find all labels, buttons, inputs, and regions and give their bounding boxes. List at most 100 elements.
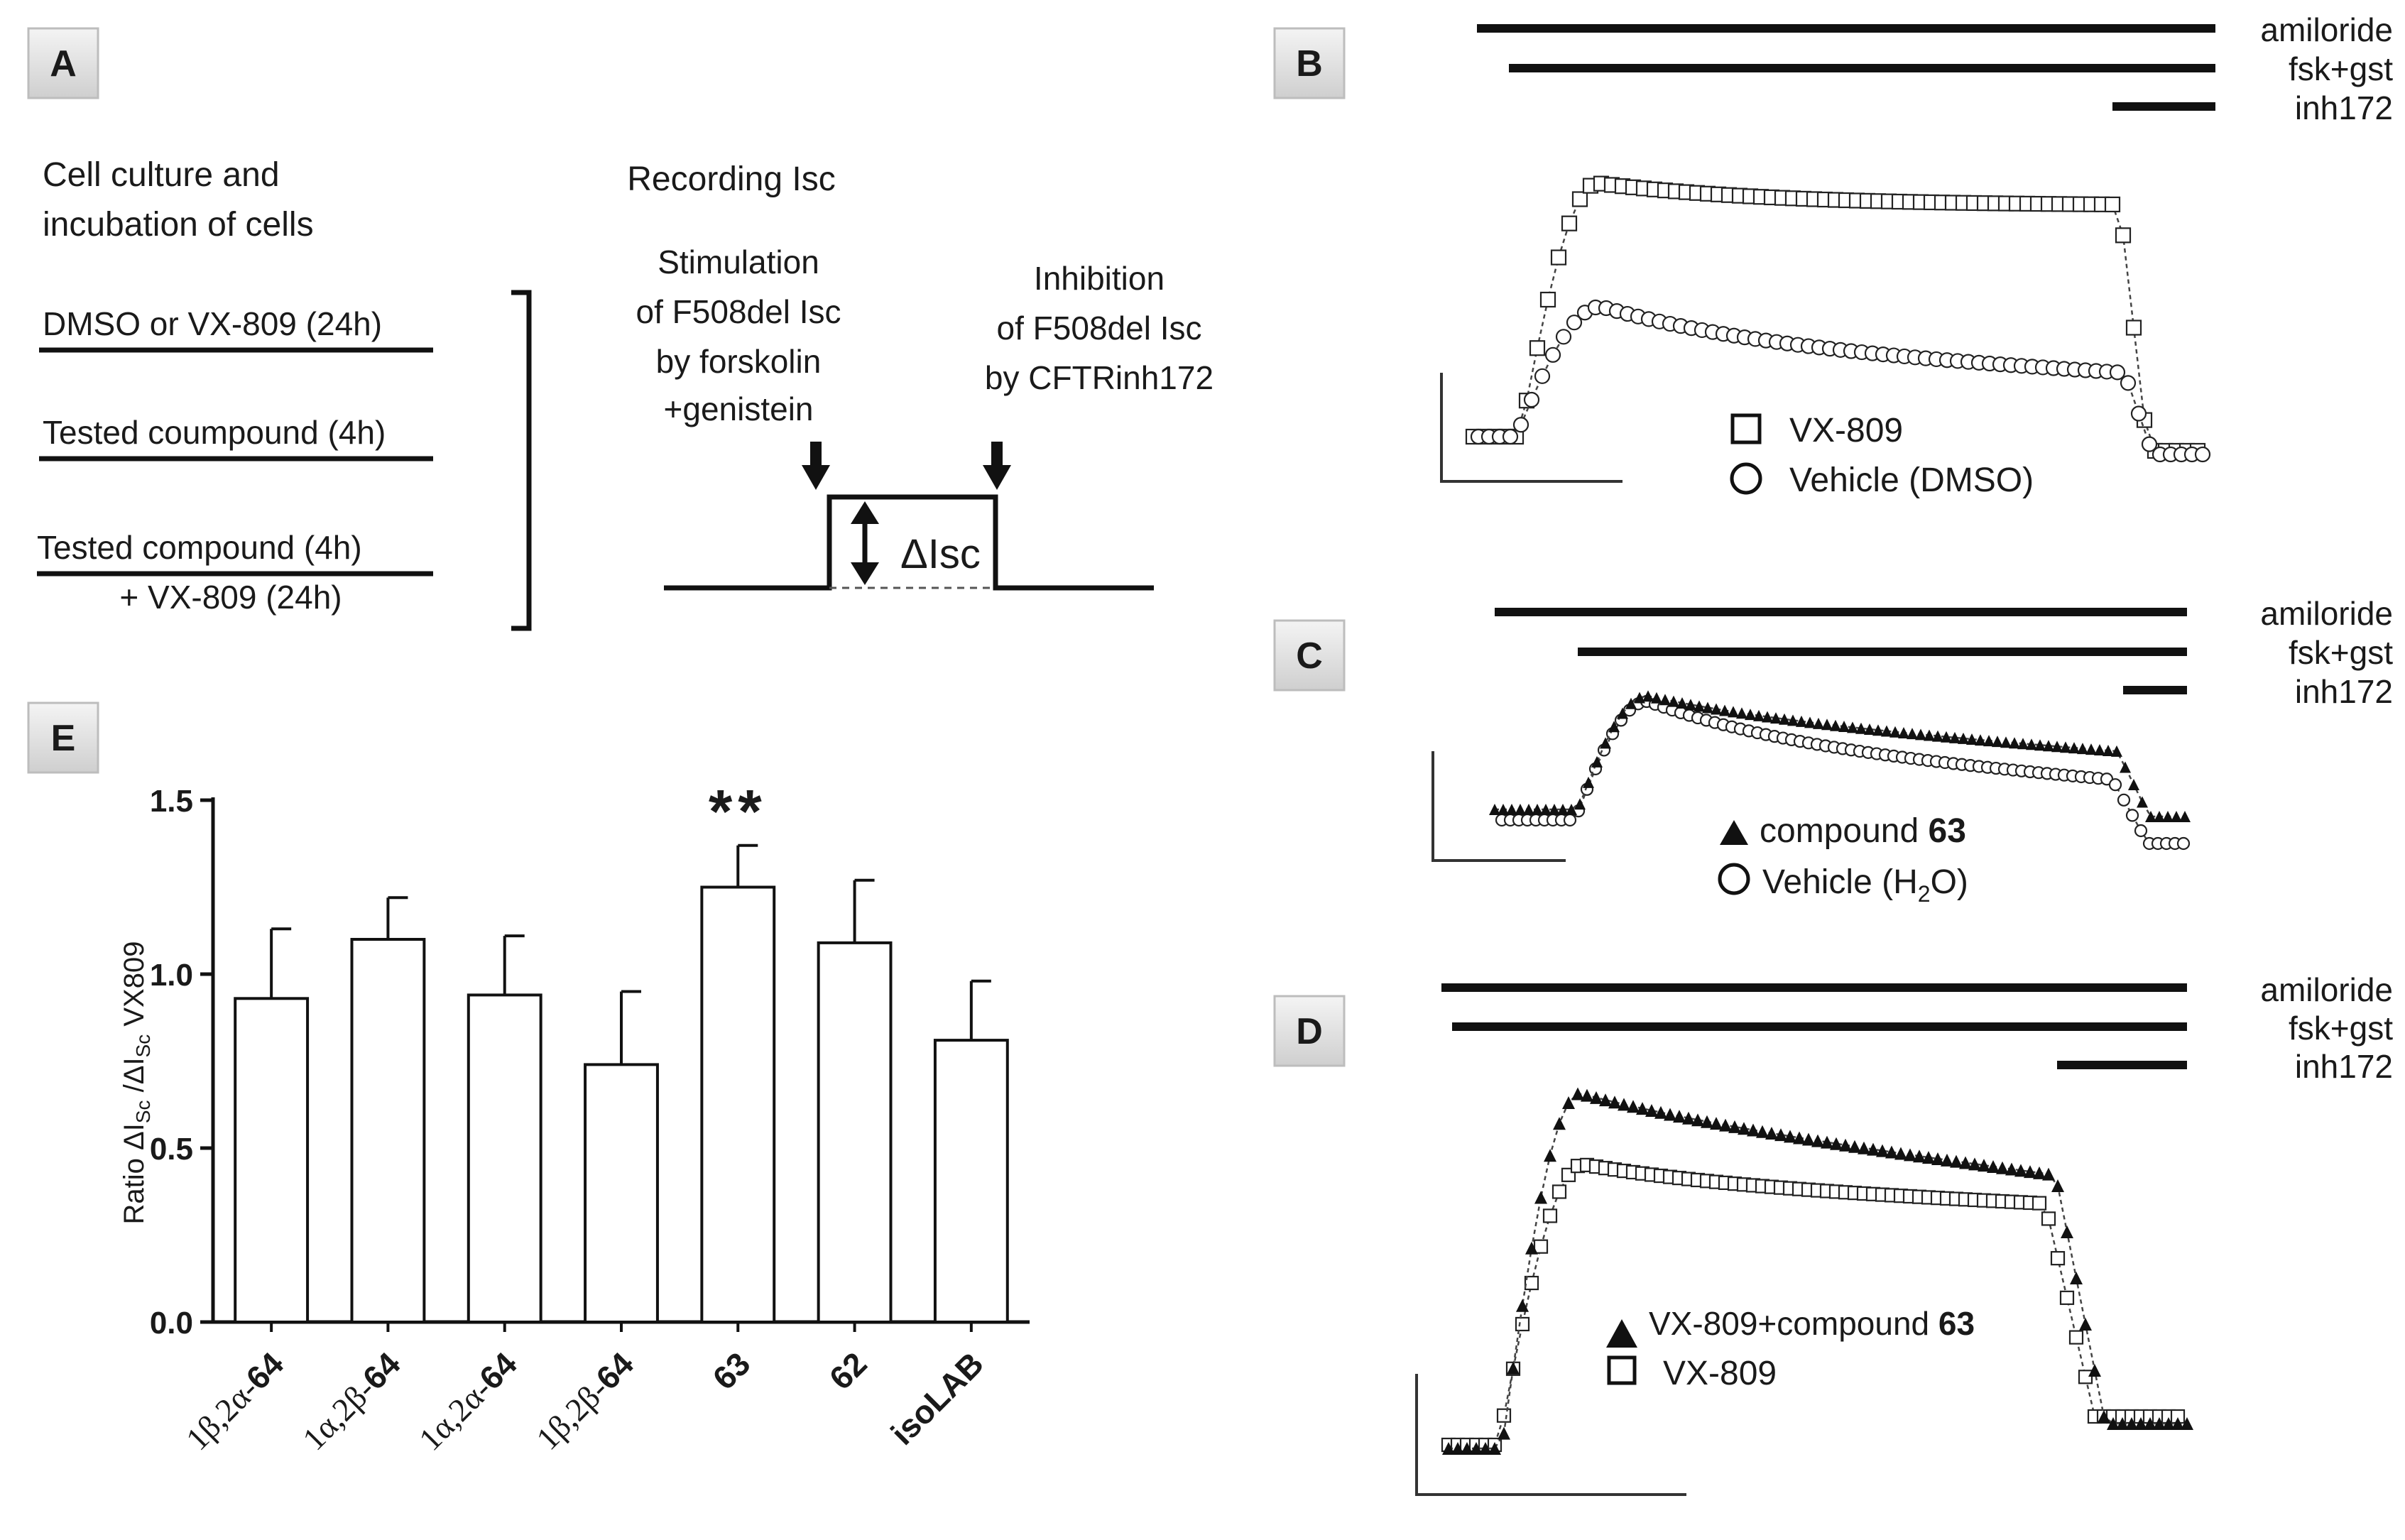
condition-dmso-vx809: DMSO or VX-809 (24h) [43, 305, 382, 342]
trace-vx809-b-point [1571, 191, 1588, 207]
stim-arrow-icon [802, 442, 830, 490]
trace-vx809-d-point [2059, 1290, 2075, 1305]
panel-label-box-b [1273, 27, 1346, 99]
trace-compound63-c-point [2137, 796, 2148, 808]
trace-vx809-compound63-d-point [1451, 1442, 1464, 1455]
trace-compound63-c-point [1983, 735, 1995, 747]
bar-6 [933, 1039, 1009, 1323]
trace-vx809-compound63-d-point [2144, 1417, 2156, 1430]
panel-label-a: A [50, 43, 77, 84]
panel-label-c: C [1296, 635, 1323, 677]
trace-vehicle-c-point [2125, 809, 2139, 822]
trace-compound63-c-point [1523, 804, 1534, 815]
trace-vehicle-c-point [2134, 824, 2148, 838]
trace-vx809-compound63-d-point [1922, 1151, 1935, 1164]
label-amiloride-c: amiloride [2260, 595, 2393, 632]
trace-compound63-c-point [1941, 731, 1952, 743]
inhib-arrow-icon [983, 442, 1011, 490]
bracket [511, 290, 532, 631]
trace-vx809-compound63-d-point [1821, 1135, 1833, 1149]
trace-compound63-c-point [1864, 723, 1875, 736]
trace-compound63-c-point [1591, 755, 1603, 768]
trace-compound63-c-point [1617, 707, 1628, 719]
trace-vx809-compound63-d-point [1654, 1105, 1667, 1119]
panel-b: B amiloride fsk+gst inh172 VX-809 Vehicl… [1273, 11, 2393, 499]
panel-e: E Ratio ΔISc /ΔISc VX809 0.00.51.01.51β,… [27, 701, 1030, 1458]
culture-title-line1: Cell culture and [43, 156, 280, 194]
trace-compound63-c-point [1770, 712, 1782, 724]
trace-vx809-compound63-d-point [1488, 1442, 1501, 1455]
trace-vx809-compound63-d-point [1756, 1125, 1769, 1138]
trace-compound63-c-point [1489, 804, 1500, 815]
trace-dmso-b-point [1502, 428, 1519, 445]
trace-compound63-c-point [2145, 811, 2156, 822]
trace-vx809-compound63-d-point [1738, 1122, 1750, 1135]
trace-vx809-d-point [1542, 1208, 1558, 1223]
legend-compound63-c: compound 63 [1760, 812, 1966, 850]
trace-dmso-b-point [1566, 315, 1583, 331]
label-fskgst-c: fsk+gst [2289, 634, 2393, 671]
panel-c: C amiloride fsk+gst inh172 compound 63 V… [1273, 595, 2393, 907]
x-tick-label-3: 1β,2β-64 [529, 1345, 641, 1457]
x-tick-label-0: 1β,2α-64 [178, 1345, 290, 1457]
inhibition-line3: by CFTRinh172 [985, 359, 1214, 396]
trace-vehicle-c-point [2176, 836, 2191, 851]
traces-b [1465, 175, 2211, 463]
trace-compound63-c-point [2009, 737, 2020, 749]
trace-vx809-compound63-d-point [1618, 1098, 1630, 1111]
trace-vx809-compound63-d-point [1959, 1156, 1972, 1169]
trace-vx809-compound63-d-point [2134, 1417, 2147, 1430]
trace-vx809-compound63-d-point [1507, 1361, 1520, 1375]
traces-d [1441, 1087, 2193, 1455]
trace-compound63-c-point [1958, 732, 1969, 744]
trace-compound63-c-point [1515, 804, 1526, 815]
trace-vx809-compound63-d-point [1498, 1426, 1510, 1440]
trace-vx809-compound63-d-point [1461, 1442, 1473, 1455]
trace-vx809-compound63-d-point [1664, 1108, 1676, 1121]
trace-compound63-c-point [2171, 811, 2182, 822]
panel-label-box-c [1273, 619, 1346, 692]
trace-vx809-b-point [1561, 215, 1578, 231]
trace-vx809-compound63-d-point [1728, 1120, 1741, 1133]
legend-vx809-d: VX-809 [1663, 1355, 1777, 1392]
square-marker-icon [1730, 413, 1762, 444]
culture-title-line2: incubation of cells [43, 206, 314, 244]
trace-vx809-d-point [1524, 1275, 1539, 1291]
label-amiloride-b: amiloride [2260, 11, 2393, 48]
label-amiloride-d: amiloride [2260, 971, 2393, 1008]
trace-vx809-d-point [2068, 1330, 2084, 1345]
trace-vx809-compound63-d-point [1691, 1113, 1704, 1127]
legend-vx809-b: VX-809 [1789, 412, 1903, 449]
trace-vx809-compound63-d-point [1941, 1153, 1953, 1167]
trace-compound63-c-point [1949, 731, 1960, 743]
trace-compound63-c-point [2017, 738, 2029, 750]
trace-vx809-d-point [1551, 1184, 1567, 1199]
trace-vx809-compound63-d-point [1867, 1142, 1880, 1156]
bar-5 [817, 941, 893, 1323]
trace-compound63-c-point [2051, 741, 2063, 753]
x-tick-label-2: 1α,2α-64 [411, 1345, 524, 1458]
trace-vx809-compound63-d-point [1747, 1123, 1760, 1137]
trace-vx809-b-point [1539, 291, 1556, 308]
trace-vx809-compound63-d-point [2116, 1417, 2129, 1430]
trace-compound63-c-point [2068, 742, 2080, 754]
trace-compound63-c-point [1932, 730, 1943, 742]
trace-compound63-c-point [2179, 811, 2191, 822]
trace-compound63-c-point [1549, 804, 1560, 815]
x-tick-label-4: 63 [705, 1345, 757, 1397]
trace-vx809-compound63-d-point [2042, 1167, 2055, 1181]
bar-2 [467, 993, 542, 1324]
trace-vx809-compound63-d-point [1470, 1442, 1483, 1455]
panel-label-b: B [1296, 43, 1323, 84]
condition-tested-compound: Tested coumpound (4h) [43, 414, 386, 451]
trace-vx809-compound63-d-point [1774, 1128, 1787, 1142]
trace-vx809-d-point [2041, 1211, 2056, 1226]
trace-compound63-c-point [1659, 694, 1671, 706]
trace-compound63-c-point [1804, 716, 1816, 728]
trace-vx809-b-point [2115, 227, 2132, 244]
bar-3 [584, 1063, 659, 1324]
trace-dmso-b-point [1534, 368, 1551, 384]
trace-vx809-compound63-d-point [1701, 1115, 1713, 1128]
trace-vx809-compound63-d-point [1442, 1442, 1455, 1455]
trace-compound63-c-point [1796, 715, 1807, 727]
